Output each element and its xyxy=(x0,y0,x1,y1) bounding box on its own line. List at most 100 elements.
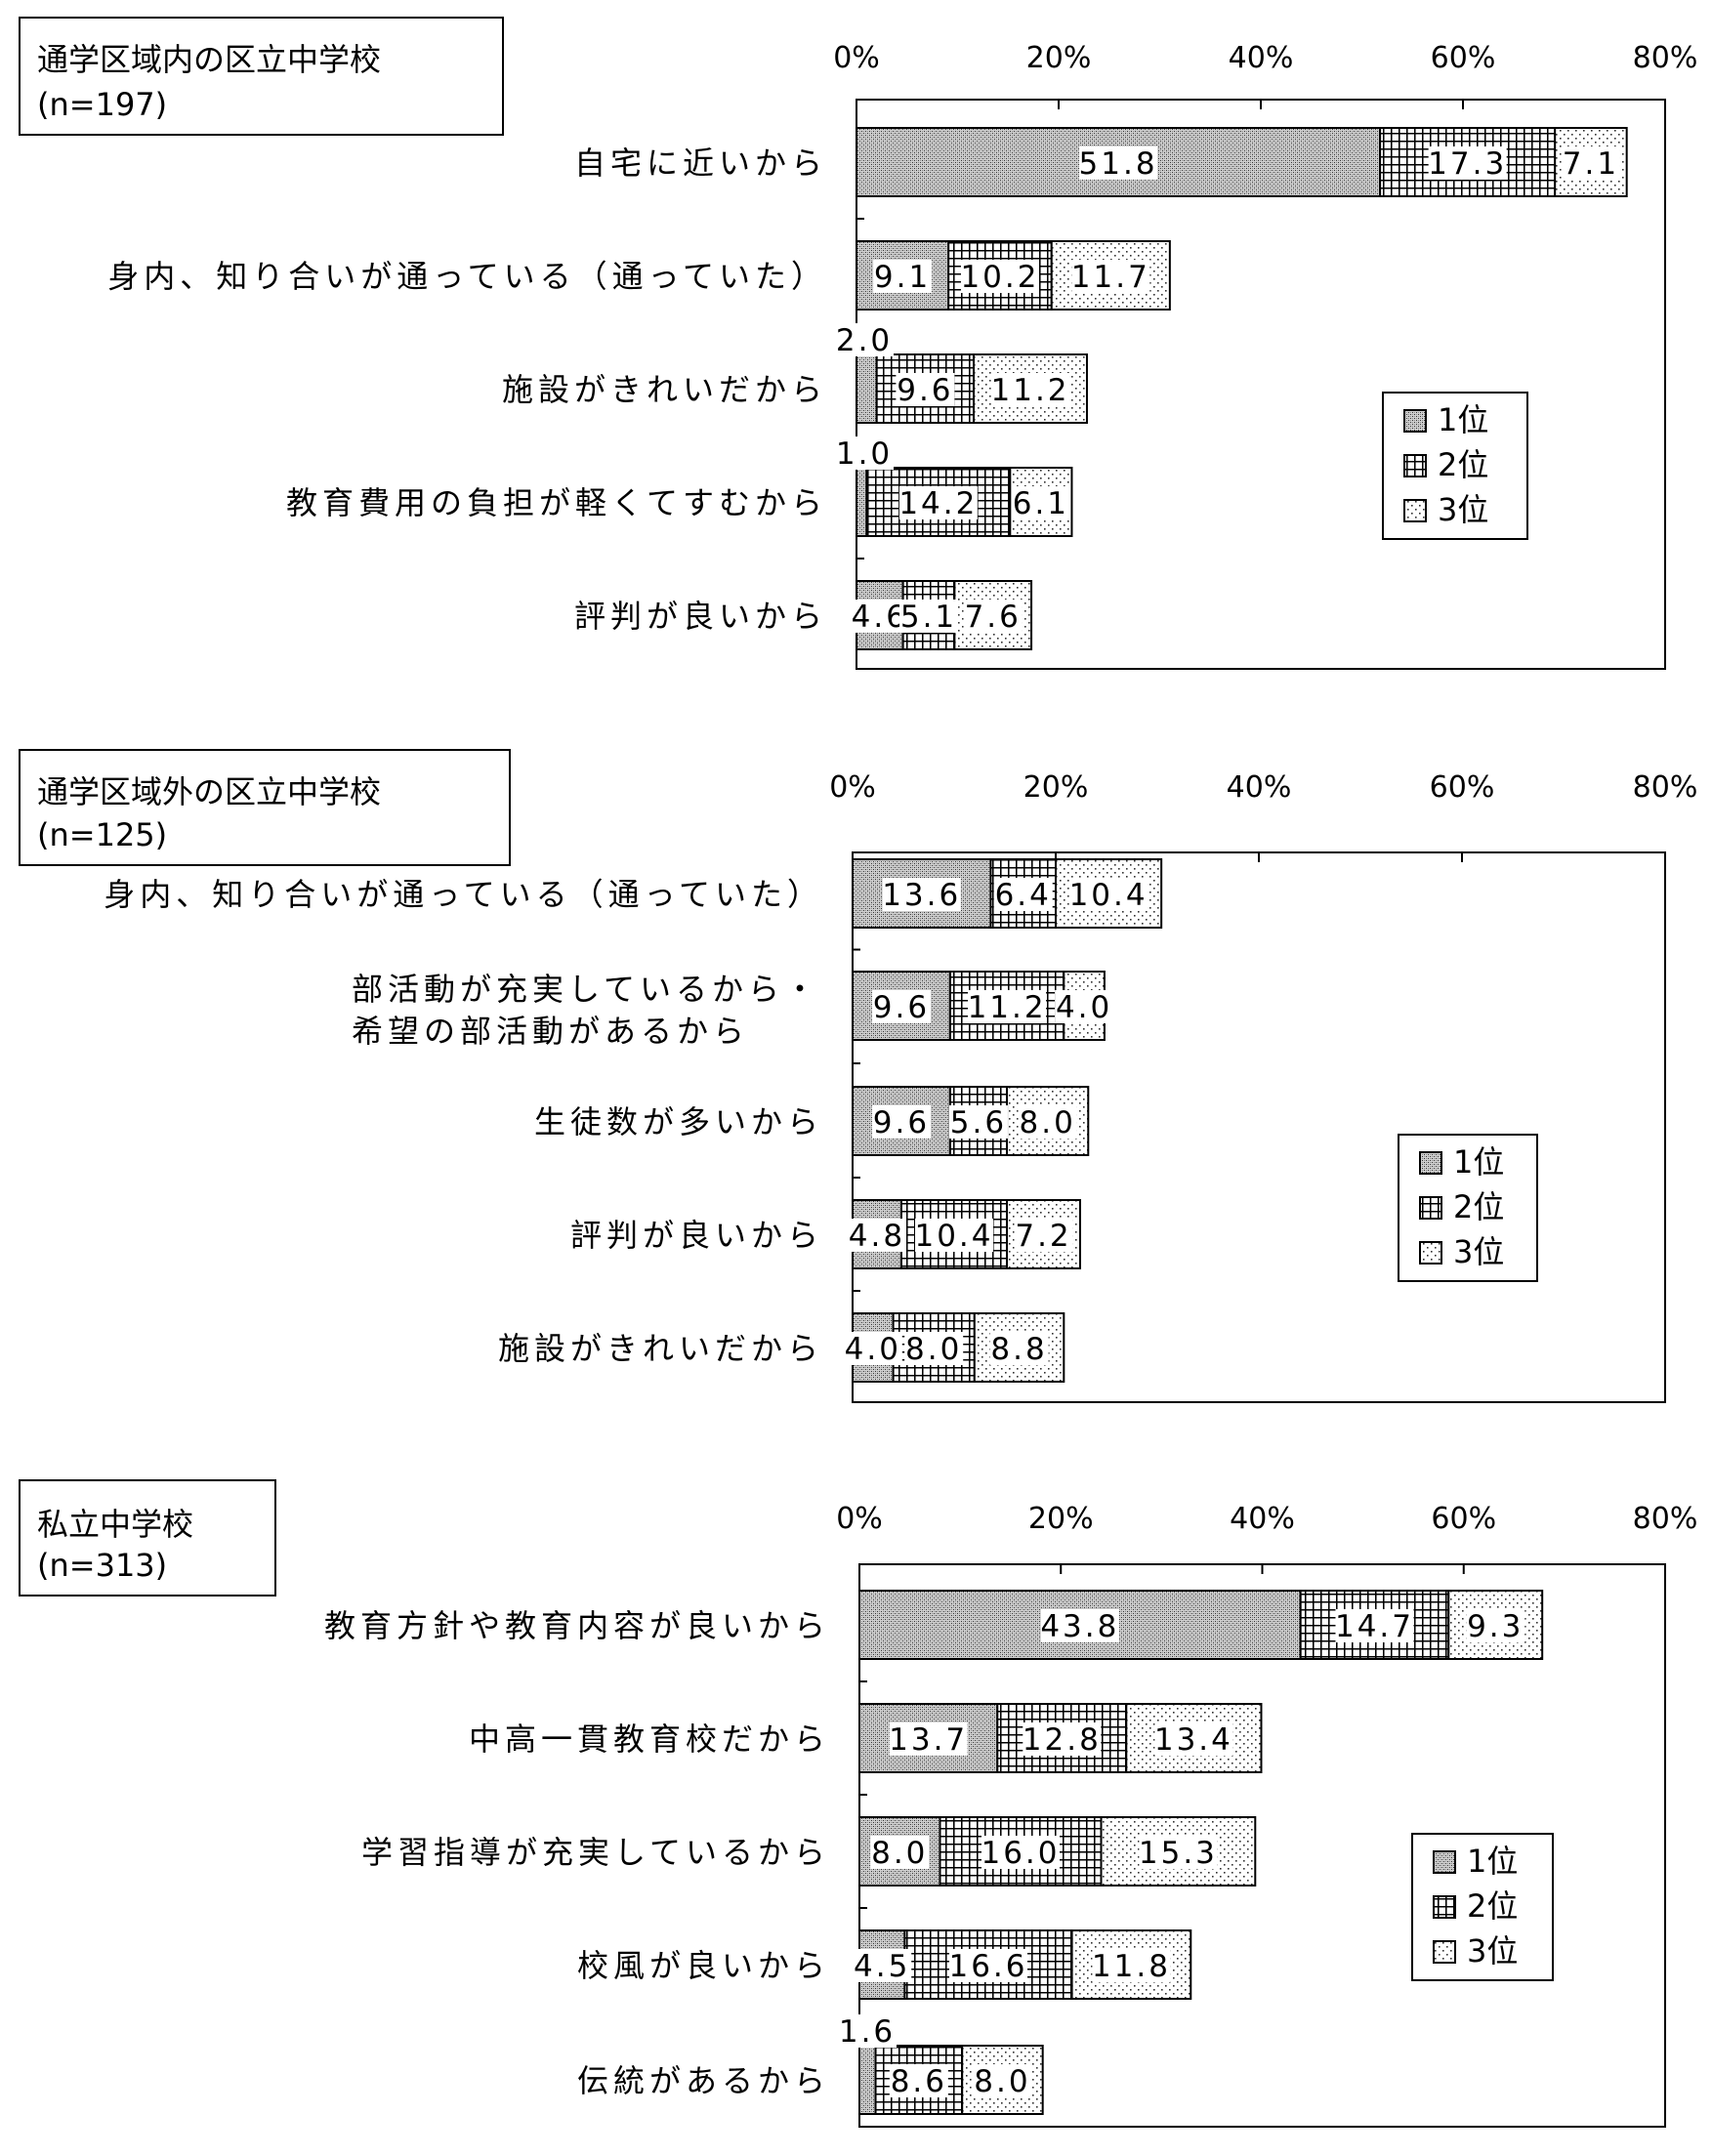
category-label: 施設がきれいだから xyxy=(498,1330,823,1367)
x-tick-label: 60% xyxy=(1431,41,1496,75)
data-label-bg xyxy=(1139,1836,1218,1869)
data-label-bg xyxy=(968,990,1047,1023)
chart-panel-2: 通学区域外の区立中学校(n=125)0%20%40%60%80%身内、知り合いが… xyxy=(19,749,1698,1403)
data-label-bg xyxy=(973,2064,1032,2097)
category-label: 希望の部活動があるから xyxy=(352,1013,749,1050)
data-label-bg xyxy=(850,600,909,633)
legend-label: 3位 xyxy=(1438,491,1488,528)
title-box xyxy=(19,17,504,136)
data-label: 13.6 xyxy=(882,878,961,913)
legend-label: 3位 xyxy=(1453,1233,1504,1270)
data-label: 11.2 xyxy=(991,373,1070,408)
data-label: 17.3 xyxy=(1428,146,1507,182)
data-label-bg xyxy=(1071,260,1150,293)
data-label-bg xyxy=(1428,146,1507,180)
data-label: 16.0 xyxy=(981,1836,1060,1871)
legend-swatch-3 xyxy=(1403,499,1427,522)
data-label-bg xyxy=(993,878,1053,911)
data-label-bg xyxy=(1011,486,1070,519)
data-label-bg xyxy=(1335,1609,1414,1642)
data-label-bg xyxy=(1014,1219,1073,1252)
x-tick-label: 40% xyxy=(1229,41,1294,75)
chart-subtitle: (n=125) xyxy=(37,816,167,853)
legend-label: 1位 xyxy=(1453,1143,1504,1181)
data-label: 8.6 xyxy=(891,2064,947,2099)
category-label: 教育費用の負担が軽くてすむから xyxy=(286,484,827,521)
data-label-bg xyxy=(853,1949,912,1982)
data-label-bg xyxy=(871,990,931,1023)
data-label: 9.1 xyxy=(874,260,931,295)
data-label: 9.3 xyxy=(1467,1609,1524,1644)
data-label: 11.8 xyxy=(1092,1949,1171,1984)
legend-swatch-2 xyxy=(1403,454,1427,477)
x-tick-label: 0% xyxy=(829,770,876,805)
data-label-bg xyxy=(1079,146,1158,180)
category-label: 身内、知り合いが通っている（通っていた） xyxy=(107,258,827,295)
category-label: 評判が良いから xyxy=(570,1217,823,1254)
title-box xyxy=(19,1479,276,1596)
legend-swatch-1 xyxy=(1419,1151,1442,1175)
title-box xyxy=(19,749,511,866)
data-label: 8.8 xyxy=(990,1332,1047,1367)
x-tick-label: 40% xyxy=(1227,770,1292,805)
data-label: 51.8 xyxy=(1079,146,1158,182)
chart-title: 通学区域内の区立中学校 xyxy=(37,41,381,78)
legend: 1位 2位 3位 xyxy=(1411,1833,1554,1981)
data-label: 12.8 xyxy=(1023,1722,1102,1758)
data-label-bg xyxy=(1040,1609,1119,1642)
data-label: 4.8 xyxy=(849,1219,905,1254)
chart-panel-1: 通学区域内の区立中学校(n=197)0%20%40%60%80%自宅に近いから身… xyxy=(19,17,1697,670)
data-label: 1.6 xyxy=(839,2014,896,2050)
data-label-bg xyxy=(882,878,961,911)
x-tick-label: 40% xyxy=(1230,1502,1295,1536)
category-label: 評判が良いから xyxy=(574,598,827,635)
x-tick-label: 60% xyxy=(1431,1502,1496,1536)
data-label: 13.4 xyxy=(1154,1722,1233,1758)
data-label-bg xyxy=(991,373,1070,406)
data-label: 4.6 xyxy=(852,600,908,635)
data-label: 10.4 xyxy=(914,1219,993,1254)
data-label-bg xyxy=(981,1836,1060,1869)
category-label: 伝統があるから xyxy=(577,2062,830,2099)
legend-label: 2位 xyxy=(1467,1887,1518,1925)
data-label-bg xyxy=(870,1836,930,1869)
chart-title: 私立中学校 xyxy=(37,1506,193,1543)
x-tick-label: 80% xyxy=(1633,1502,1698,1536)
data-label-bg xyxy=(871,1105,931,1139)
x-tick-label: 80% xyxy=(1633,770,1698,805)
data-label: 8.0 xyxy=(871,1836,928,1871)
data-label: 5.1 xyxy=(900,600,957,635)
category-label: 部活動が充実しているから・ xyxy=(352,971,820,1008)
data-label: 14.7 xyxy=(1335,1609,1414,1644)
legend-label: 1位 xyxy=(1467,1843,1518,1880)
category-label: 生徒数が多いから xyxy=(534,1103,823,1140)
data-label: 13.7 xyxy=(889,1722,968,1758)
category-label: 校風が良いから xyxy=(577,1947,830,1984)
data-label: 6.1 xyxy=(1013,486,1069,521)
legend-swatch-3 xyxy=(1419,1241,1442,1265)
bar-segment-1 xyxy=(856,467,868,537)
legend-swatch-1 xyxy=(1403,409,1427,433)
x-tick-label: 20% xyxy=(1026,41,1092,75)
data-label-bg xyxy=(1055,990,1114,1023)
chart-subtitle: (n=197) xyxy=(37,86,167,123)
data-label-bg xyxy=(1154,1722,1233,1756)
bar-segment-1 xyxy=(852,858,992,929)
category-label: 中高一貫教育校だから xyxy=(469,1721,830,1758)
data-label: 2.0 xyxy=(836,323,893,358)
data-label-bg xyxy=(898,486,978,519)
data-label-bg xyxy=(1069,878,1148,911)
legend-label: 3位 xyxy=(1467,1932,1518,1969)
data-label-bg xyxy=(843,1332,902,1365)
legend-label: 2位 xyxy=(1453,1188,1504,1225)
data-label: 8.0 xyxy=(1020,1105,1076,1140)
bar-segment-1 xyxy=(856,353,878,424)
data-label: 9.6 xyxy=(897,373,953,408)
data-label: 5.6 xyxy=(950,1105,1007,1140)
data-label-bg xyxy=(915,1219,993,1252)
data-label: 10.2 xyxy=(960,260,1039,295)
chart-subtitle: (n=313) xyxy=(37,1547,167,1584)
data-label-bg xyxy=(904,1332,964,1365)
